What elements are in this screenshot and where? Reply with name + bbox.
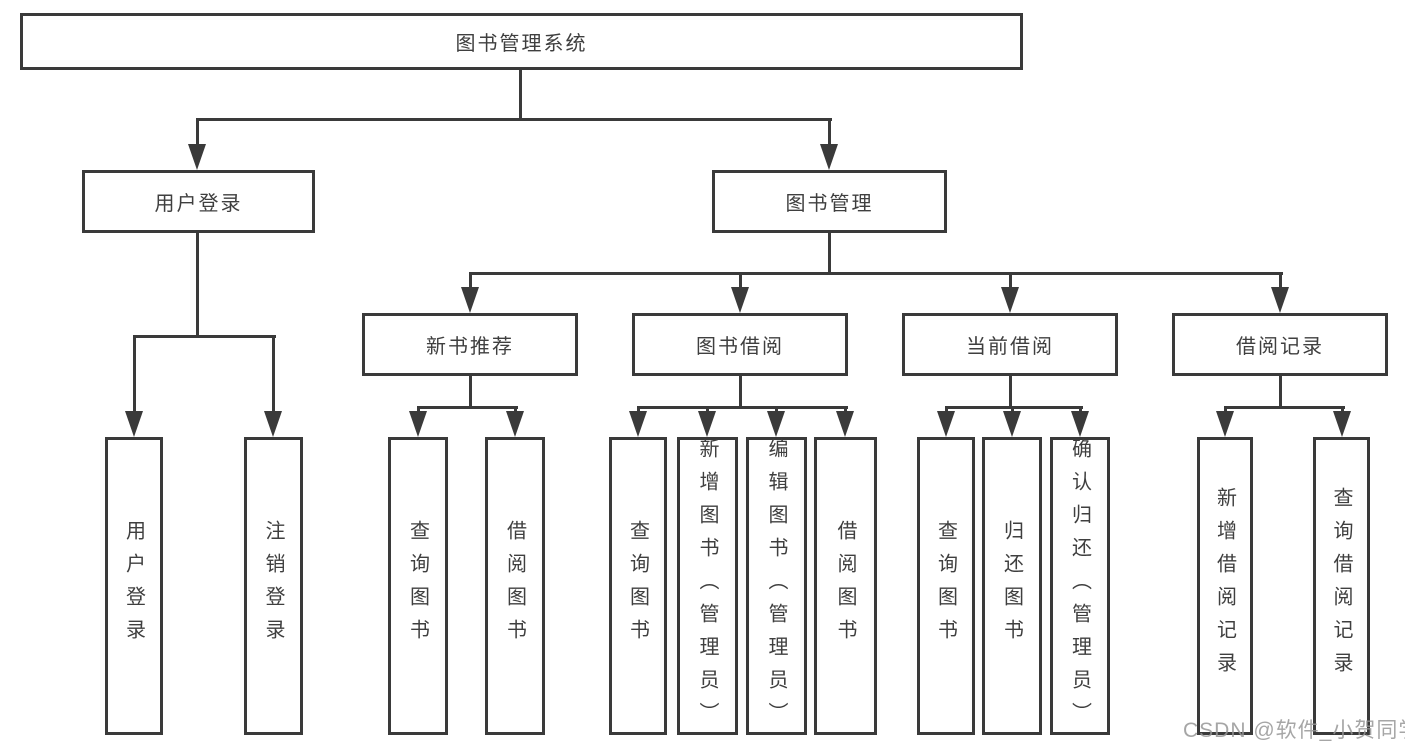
- leaf-cb-confirm-return-admin: 确认归还（管理员）: [1050, 437, 1110, 735]
- leaf-label: 借阅图书: [834, 520, 856, 652]
- connector-userlogin-tail-1: [133, 335, 136, 411]
- connector-cb-stem: [1009, 376, 1012, 406]
- arrowhead-to-borrow-records: [1271, 287, 1289, 313]
- arrowhead-to-bb-borrow: [836, 411, 854, 437]
- leaf-br-add-record: 新增借阅记录: [1197, 437, 1253, 735]
- connector-bookmgmt-tail-4: [1279, 272, 1282, 287]
- connector-cb-tail-2: [1011, 406, 1014, 413]
- node-label: 图书管理系统: [455, 33, 588, 55]
- leaf-bb-query-books: 查询图书: [609, 437, 667, 735]
- leaf-label: 查询图书: [626, 520, 649, 652]
- leaf-label: 查询图书: [934, 520, 957, 652]
- connector-cb-tail-1: [945, 406, 948, 413]
- connector-br-bar: [1224, 406, 1345, 409]
- arrowhead-to-nbr-borrow: [506, 411, 524, 437]
- arrowhead-to-bb-edit: [767, 411, 785, 437]
- connector-bb-tail-1: [637, 406, 640, 413]
- connector-bookmgmt-bar: [469, 272, 1283, 275]
- arrowhead-to-book-management: [820, 144, 838, 170]
- connector-bb-stem: [739, 376, 742, 406]
- arrowhead-to-nbr-query: [409, 411, 427, 437]
- arrowhead-to-br-query: [1333, 411, 1351, 437]
- leaf-nbr-query-books: 查询图书: [388, 437, 448, 735]
- node-book-borrow: 图书借阅: [632, 313, 848, 376]
- leaf-br-query-record: 查询借阅记录: [1313, 437, 1370, 735]
- connector-bb-bar: [637, 406, 848, 409]
- connector-br-tail-1: [1224, 406, 1227, 413]
- connector-br-stem: [1279, 376, 1282, 406]
- leaf-label: 查询借阅记录: [1330, 487, 1352, 685]
- arrowhead-to-cb-return: [1003, 411, 1021, 437]
- node-label: 借阅记录: [1236, 336, 1324, 358]
- arrowhead-to-cb-query: [937, 411, 955, 437]
- node-new-book-recommend: 新书推荐: [362, 313, 578, 376]
- connector-userlogin-stem: [196, 233, 199, 335]
- connector-bb-tail-4: [844, 406, 847, 413]
- leaf-user-login: 用户登录: [105, 437, 163, 735]
- leaf-label: 借阅图书: [503, 520, 526, 652]
- connector-root-stem: [519, 70, 522, 118]
- leaf-bb-add-books-admin: 新增图书（管理员）: [677, 437, 738, 735]
- watermark: CSDN @软件_小贺同学: [1183, 719, 1405, 742]
- arrowhead-to-br-add: [1216, 411, 1234, 437]
- connector-root-bar: [196, 118, 832, 121]
- leaf-label: 新增借阅记录: [1213, 487, 1236, 685]
- node-borrow-records: 借阅记录: [1172, 313, 1388, 376]
- connector-bookmgmt-tail-3: [1009, 272, 1012, 287]
- connector-bookmgmt-stem: [828, 233, 831, 272]
- leaf-bb-borrow-books: 借阅图书: [814, 437, 877, 735]
- leaf-label: 注销登录: [262, 520, 284, 652]
- arrowhead-to-user-login: [188, 144, 206, 170]
- arrowhead-to-book-borrow: [731, 287, 749, 313]
- leaf-label: 查询图书: [406, 520, 429, 652]
- leaf-label: 新增图书（管理员）: [696, 437, 718, 735]
- node-book-management: 图书管理: [712, 170, 947, 233]
- connector-nbr-stem: [469, 376, 472, 406]
- connector-bookmgmt-tail-2: [739, 272, 742, 287]
- connector-root-tail-right: [828, 118, 831, 145]
- node-label: 图书借阅: [696, 336, 784, 358]
- arrowhead-to-bb-add: [698, 411, 716, 437]
- leaf-cb-return-books: 归还图书: [982, 437, 1042, 735]
- connector-nbr-tail-1: [417, 406, 420, 413]
- node-root: 图书管理系统: [20, 13, 1023, 70]
- connector-nbr-tail-2: [514, 406, 517, 413]
- connector-bb-tail-2: [706, 406, 709, 413]
- arrowhead-to-bb-query: [629, 411, 647, 437]
- connector-cb-bar: [945, 406, 1083, 409]
- connector-userlogin-tail-2: [272, 335, 275, 411]
- leaf-bb-edit-books-admin: 编辑图书（管理员）: [746, 437, 807, 735]
- connector-cb-tail-3: [1079, 406, 1082, 413]
- arrowhead-to-cb-confirm: [1071, 411, 1089, 437]
- node-label: 当前借阅: [966, 336, 1054, 358]
- arrowhead-to-new-book-recommend: [461, 287, 479, 313]
- connector-userlogin-bar: [133, 335, 276, 338]
- node-label: 用户登录: [154, 193, 243, 215]
- connector-br-tail-2: [1341, 406, 1344, 413]
- leaf-label: 归还图书: [1000, 520, 1023, 652]
- connector-root-tail-left: [196, 118, 199, 145]
- node-current-borrow: 当前借阅: [902, 313, 1118, 376]
- node-label: 图书管理: [785, 193, 874, 215]
- connector-bookmgmt-tail-1: [469, 272, 472, 287]
- arrowhead-to-leaf-logout: [264, 411, 282, 437]
- node-user-login: 用户登录: [82, 170, 315, 233]
- connector-bb-tail-3: [775, 406, 778, 413]
- leaf-label: 确认归还（管理员）: [1068, 437, 1091, 735]
- leaf-nbr-borrow-books: 借阅图书: [485, 437, 545, 735]
- arrowhead-to-leaf-user-login: [125, 411, 143, 437]
- leaf-label: 用户登录: [122, 520, 145, 652]
- node-label: 新书推荐: [426, 336, 514, 358]
- arrowhead-to-current-borrow: [1001, 287, 1019, 313]
- leaf-label: 编辑图书（管理员）: [765, 437, 787, 735]
- leaf-logout: 注销登录: [244, 437, 303, 735]
- leaf-cb-query-books: 查询图书: [917, 437, 975, 735]
- connector-nbr-bar: [417, 406, 518, 409]
